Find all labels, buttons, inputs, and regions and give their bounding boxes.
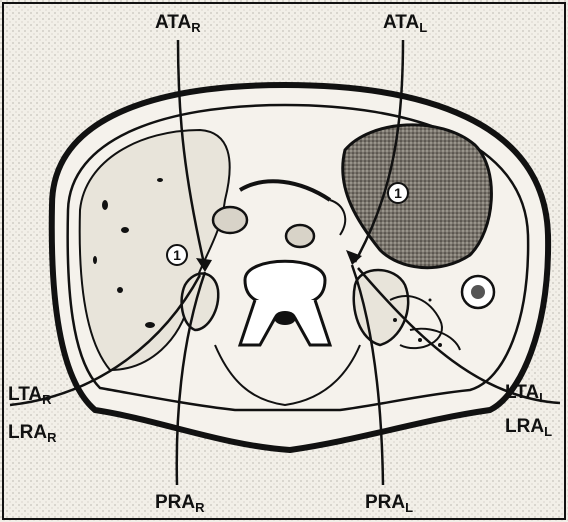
- marker-left: 1: [388, 183, 408, 203]
- spinal-canal: [274, 311, 296, 325]
- aorta: [286, 225, 314, 247]
- marker-left-text: 1: [394, 185, 402, 201]
- vertebral-body: [245, 261, 325, 305]
- marker-right-text: 1: [173, 247, 181, 263]
- marker-right: 1: [167, 245, 187, 265]
- colon-lumen: [471, 285, 485, 299]
- ivc: [213, 207, 247, 233]
